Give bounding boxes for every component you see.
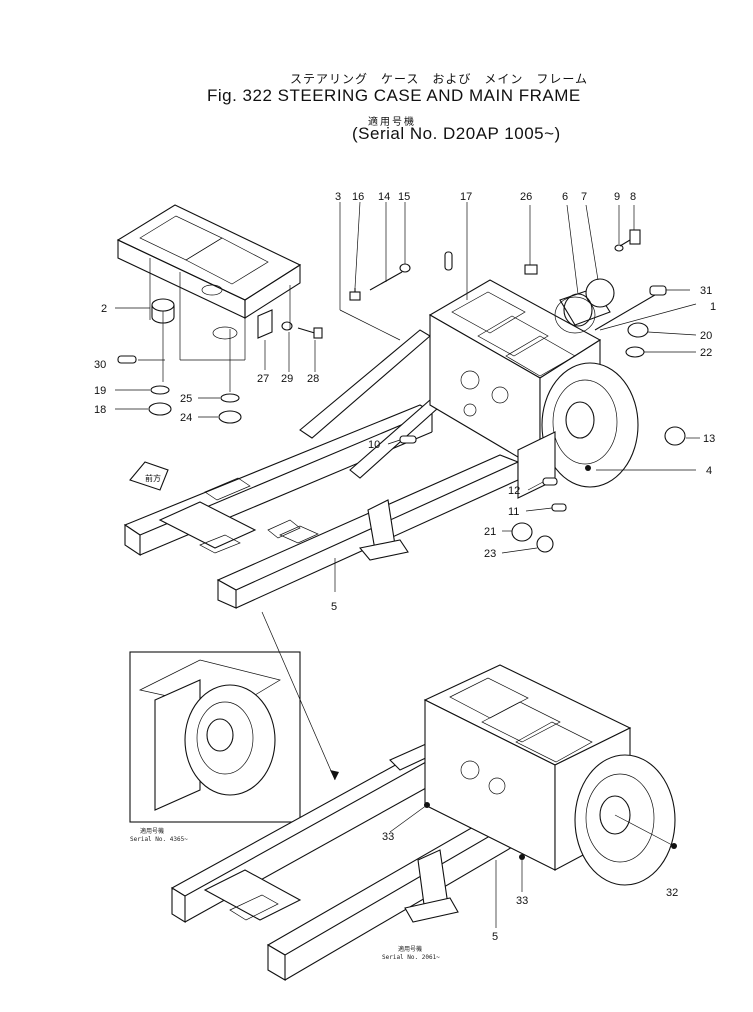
- callout-18: 18: [94, 404, 106, 416]
- front-direction-label: 前方: [145, 473, 161, 483]
- variant-serial-note-jp: 適用号機: [398, 946, 423, 953]
- callout-6: 6: [562, 191, 568, 203]
- callout-30: 30: [94, 359, 106, 371]
- callout-3: 3: [335, 191, 341, 203]
- callout-20: 20: [700, 330, 712, 342]
- callout-25: 25: [180, 393, 192, 405]
- callout-17: 17: [460, 191, 472, 203]
- callout-28: 28: [307, 373, 319, 385]
- callout-5-lower: 5: [492, 931, 498, 943]
- front-direction-arrow: 前方: [129, 461, 169, 491]
- callout-22: 22: [700, 347, 712, 359]
- callout-21: 21: [484, 526, 496, 538]
- callout-23: 23: [484, 548, 496, 560]
- callout-24: 24: [180, 412, 192, 424]
- callout-33-right: 33: [516, 895, 528, 907]
- inset-detail-box: [129, 651, 301, 823]
- callout-labels: 2 30 19 18 25 24 27 29 28 3 16 14 15 17 …: [94, 191, 716, 943]
- callout-15: 15: [398, 191, 410, 203]
- callout-32: 32: [666, 887, 678, 899]
- main-frame-lower: [170, 664, 677, 981]
- serial-range: (Serial No. D20AP 1005~): [352, 124, 561, 143]
- inset-serial-note: Serial No. 4365~: [130, 836, 188, 843]
- leader-lines: [115, 201, 700, 928]
- upper-platform-frame: [116, 204, 302, 361]
- callout-8: 8: [630, 191, 636, 203]
- figure-title: Fig. 322 STEERING CASE AND MAIN FRAME: [207, 86, 581, 105]
- variant-serial-note: Serial No. 2061~: [382, 954, 440, 961]
- callout-29: 29: [281, 373, 293, 385]
- callout-11: 11: [508, 506, 519, 518]
- callout-26: 26: [520, 191, 532, 203]
- steering-case-upper: [428, 279, 639, 499]
- callout-19: 19: [94, 385, 106, 397]
- callout-4: 4: [706, 465, 712, 477]
- callout-2: 2: [101, 303, 107, 315]
- callout-10: 10: [368, 439, 380, 451]
- callout-5-upper: 5: [331, 601, 337, 613]
- figure-title-japanese: ステアリング ケース および メイン フレーム: [290, 72, 589, 86]
- callout-33-left: 33: [382, 831, 394, 843]
- callout-16: 16: [352, 191, 364, 203]
- callout-7: 7: [581, 191, 587, 203]
- main-frame-upper: [123, 329, 520, 609]
- assembly-arrow: [261, 611, 336, 781]
- callout-9: 9: [614, 191, 620, 203]
- callout-1: 1: [710, 301, 716, 313]
- callout-13: 13: [703, 433, 715, 445]
- small-parts-upper: [117, 229, 686, 553]
- inset-serial-note-jp: 適用号機: [140, 828, 165, 835]
- callout-12: 12: [508, 485, 520, 497]
- callout-27: 27: [257, 373, 269, 385]
- callout-14: 14: [378, 191, 390, 203]
- serial-range-japanese: 適用号機: [368, 117, 416, 128]
- callout-31: 31: [700, 285, 712, 297]
